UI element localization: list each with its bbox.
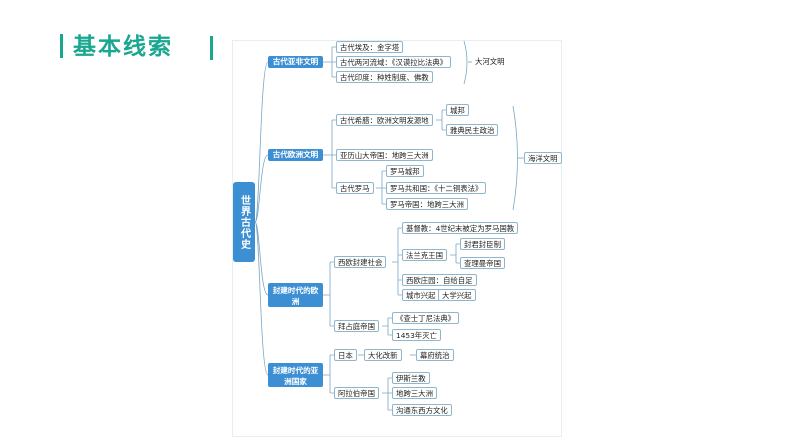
node-ocean-civilization: 海洋文明 [524, 152, 562, 164]
node-egypt: 古代埃及：金字塔 [336, 41, 404, 53]
connector-root-asia [254, 61, 269, 223]
node-fall-1453: 1453年灭亡 [392, 329, 441, 341]
connector-asia-children [323, 46, 336, 78]
node-japan: 日本 [334, 349, 357, 361]
category-feudal-asia: 封建时代的亚洲国家 [268, 363, 323, 387]
node-rome-empire: 罗马帝国：地跨三大洲 [386, 198, 468, 210]
title-bar-left [60, 33, 63, 58]
node-frankish-kingdom: 法兰克王国 [402, 249, 447, 261]
node-west-europe-feudal: 西欧封建社会 [334, 256, 387, 268]
connector-root-europe [254, 154, 269, 223]
node-river-civilization: 大河文明 [475, 57, 505, 66]
node-islam: 伊斯兰教 [392, 372, 430, 384]
node-greece: 古代希腊：欧洲文明发源地 [336, 114, 433, 126]
node-christianity: 基督教：4世纪末被定为罗马国教 [402, 222, 519, 234]
node-university-rise: 大学兴起 [438, 289, 476, 301]
connector-root-feudal-asia [254, 221, 269, 376]
page-title: 基本线索 [60, 32, 173, 62]
mind-map-connectors [254, 40, 524, 411]
root-node: 世界古代史 [233, 182, 255, 262]
connector-arab-children [382, 377, 392, 411]
node-arab-empire: 阿拉伯帝国 [334, 387, 379, 399]
connector-rome-children [376, 170, 386, 205]
brace-ocean [512, 105, 518, 211]
page-title-text: 基本线索 [73, 34, 173, 60]
connector-frankish-children [450, 243, 460, 264]
category-asia-africa: 古代亚非文明 [268, 56, 323, 68]
title-bar-right [210, 36, 213, 60]
node-taika-reform: 大化改新 [364, 349, 402, 361]
node-fief-system: 封君封臣制 [460, 238, 505, 250]
connector-feudal-asia-children [323, 354, 334, 394]
category-feudal-europe: 封建时代的欧洲 [268, 283, 323, 307]
node-rome-republic: 罗马共和国：《十二铜表法》 [386, 182, 487, 194]
node-justinian-code: 《查士丁尼法典》 [392, 312, 460, 324]
node-athens-democracy: 雅典民主政治 [446, 124, 499, 136]
node-shogunate: 幕府统治 [416, 349, 454, 361]
node-city-state: 城邦 [446, 104, 469, 116]
node-manor: 西欧庄园：自给自足 [402, 274, 477, 286]
connector-feudal-europe-children [323, 261, 334, 327]
node-india: 古代印度：种姓制度、佛教 [336, 71, 433, 83]
node-east-west-culture: 沟通东西方文化 [392, 404, 452, 416]
mind-map: 世界古代史 古代亚非文明 古代欧洲文明 封建时代的欧洲 封建时代的亚洲国家 古代… [232, 40, 562, 437]
node-rome-city-state: 罗马城邦 [386, 165, 424, 177]
node-three-continents: 地跨三大洲 [392, 387, 437, 399]
node-mesopotamia: 古代两河流域：《汉谟拉比法典》 [336, 56, 452, 68]
category-europe: 古代欧洲文明 [268, 149, 323, 161]
connector-root-feudal-europe [254, 221, 269, 296]
connector-greece-children [436, 109, 446, 131]
node-alexander-empire: 亚历山大帝国：地跨三大洲 [336, 149, 433, 161]
brace-river [463, 40, 468, 85]
connector-europe-children [323, 119, 336, 189]
node-charlemagne-empire: 查理曼帝国 [460, 257, 505, 269]
node-byzantine: 拜占庭帝国 [334, 320, 379, 332]
connector-byzantine-children [382, 317, 392, 336]
node-city-rise: 城市兴起 [402, 289, 440, 301]
connector-west-feudal-children [392, 227, 402, 296]
node-rome: 古代罗马 [336, 182, 374, 194]
